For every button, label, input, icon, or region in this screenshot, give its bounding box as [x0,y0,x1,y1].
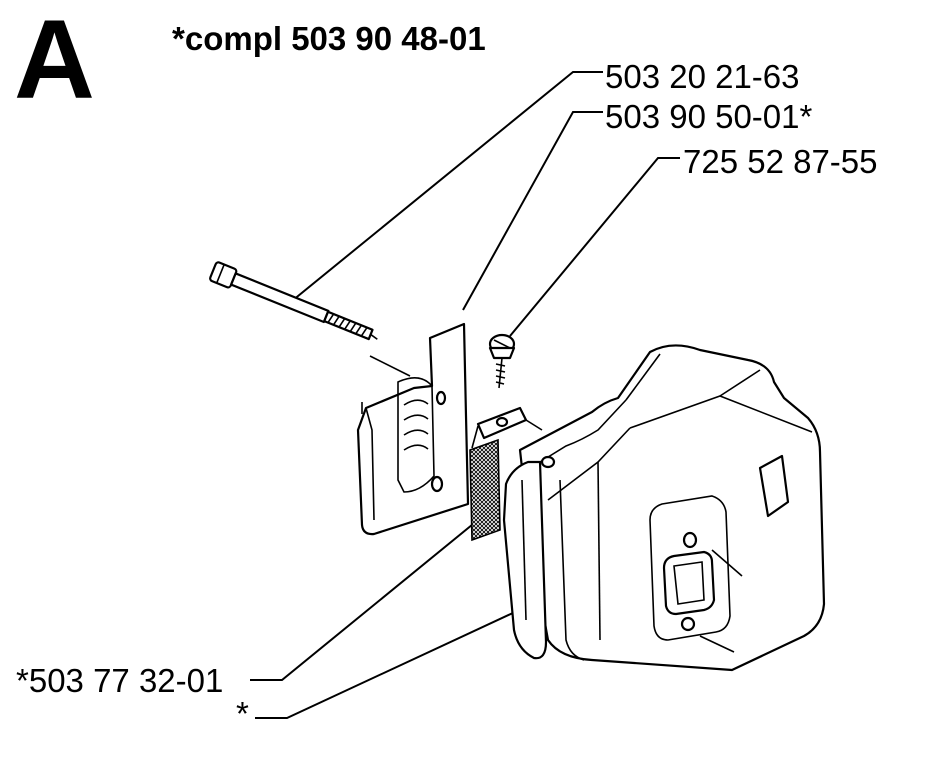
bracket-part [356,322,470,536]
tab-plate-part [476,406,543,440]
screen-part [469,425,501,542]
callout-label-bolt: 503 20 21-63 [605,58,800,95]
leader-line-bracket [462,111,603,311]
callout-label-screen: *503 77 32-01 [16,662,223,699]
leader-line-screw [509,157,680,337]
assembly-label: *compl 503 90 48-01 [172,20,486,57]
bolt-part [209,261,411,377]
leader-line-screen [250,519,479,681]
leader-line-bolt [286,71,603,306]
muffler-part [502,344,826,672]
screw-part [488,333,516,389]
callout-label-screw: 725 52 87-55 [683,143,878,180]
callout-label-bracket: 503 90 50-01* [605,98,813,135]
leader-lines [250,71,680,719]
leader-line-muffler [255,611,516,719]
callout-label-muffler: * [236,695,249,732]
section-letter: A [14,0,95,122]
